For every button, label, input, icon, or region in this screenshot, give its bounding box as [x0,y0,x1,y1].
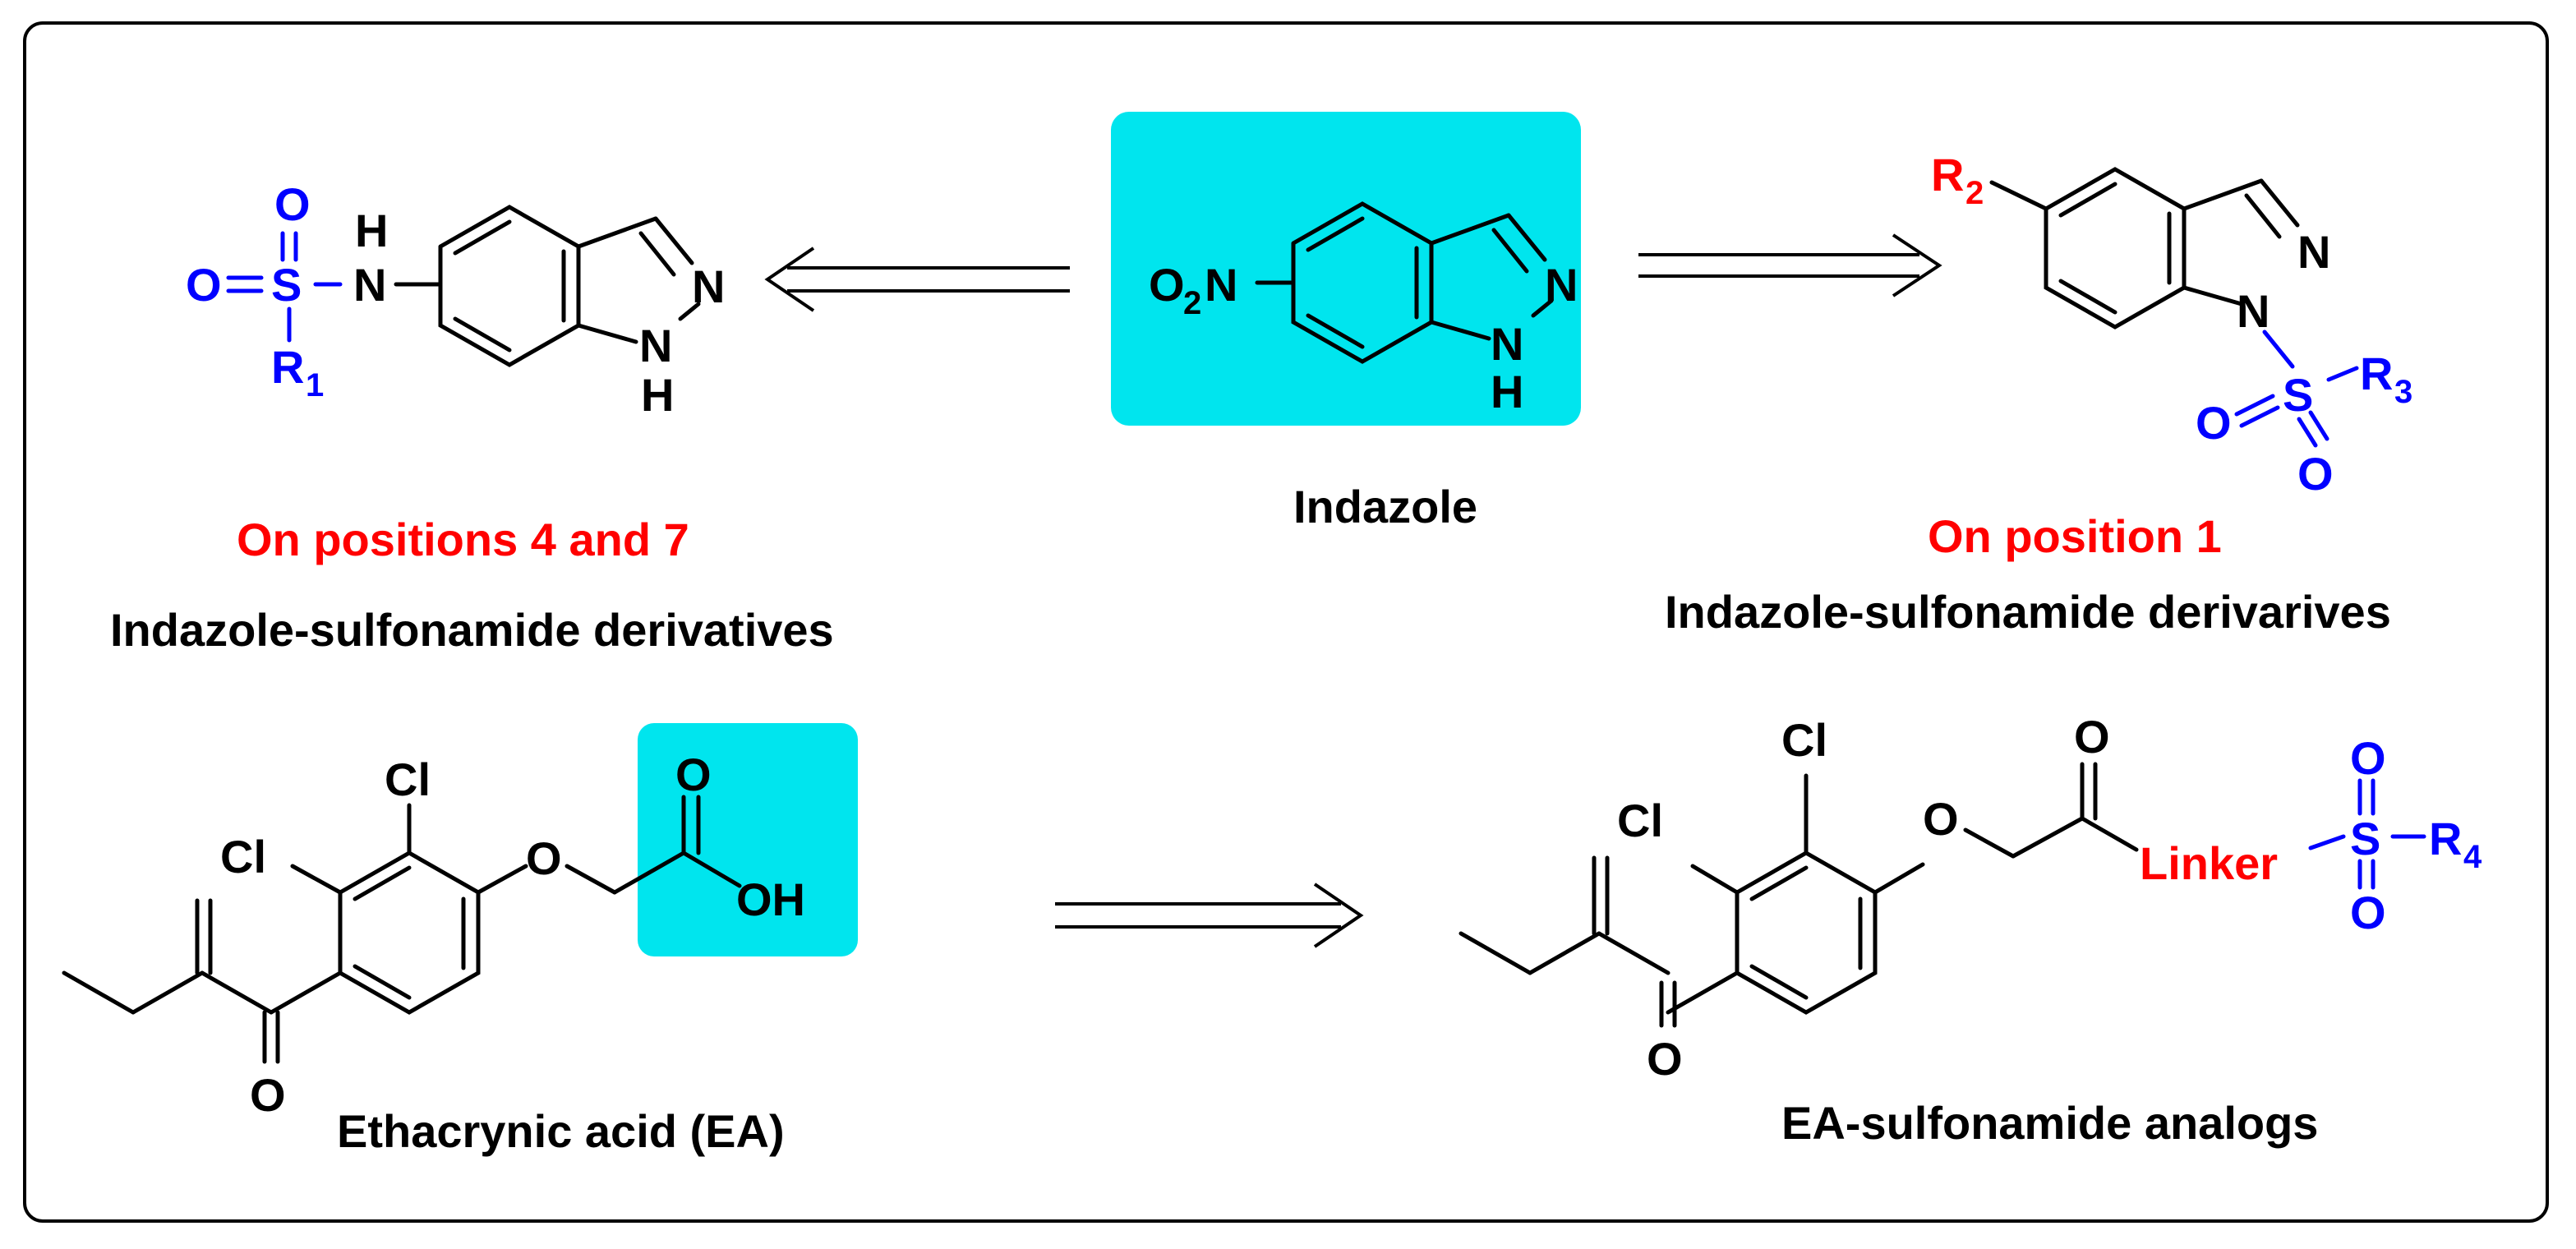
analog-linker-label: Linker [2140,837,2278,889]
analog-r4-subscript: 4 [2463,839,2482,875]
ea-ketone-o: O [250,1069,286,1121]
analog-s: S [2350,813,2380,864]
nitro-o-label: O [1149,259,1185,311]
left-derivatives-caption: Indazole-sulfonamide derivatives [110,604,834,656]
analog-so2-o-top: O [2350,732,2386,784]
right-r3-subscript: 3 [2394,374,2412,410]
positions-4-7-caption: On positions 4 and 7 [237,514,689,565]
analog-ketone-o: O [1647,1033,1683,1085]
left-r1-r: R [271,341,304,393]
ea-oh: OH [736,873,805,925]
retro-arrow-right-top [1638,233,1942,297]
right-derivatives-caption: Indazole-sulfonamide derivarives [1665,586,2391,638]
right-indazole-sulfonamide [1989,167,2359,448]
left-r1-subscript: 1 [306,367,324,403]
right-so2-s: S [2283,369,2313,421]
left-indazole-h: H [641,369,674,421]
ea-cl-top: Cl [385,754,431,805]
left-so2-s: S [271,259,302,311]
right-r2-r: R [1931,149,1964,200]
indazole-caption: Indazole [1293,481,1477,532]
ea-sulfonamide-analog-structure [1459,762,2426,1028]
analog-carbonyl-o: O [2074,711,2110,763]
nitro-subscript: 2 [1183,285,1201,321]
indazole-highlight-box [1111,112,1581,426]
ea-cl-left: Cl [220,831,266,883]
right-indazole-n1: N [2237,285,2270,337]
nitro-indazole-structure [1255,201,1554,364]
ethacrynic-acid-structure [62,795,742,1064]
indazole-n2-label: N [1545,259,1578,311]
retro-arrow-right-bottom [1055,883,1364,948]
ea-caption: Ethacrynic acid (EA) [337,1105,785,1157]
left-nh-h: H [355,205,388,256]
indazole-n1-label: N [1491,318,1523,370]
right-r2-subscript: 2 [1965,175,1984,211]
left-indazole-sulfonamide [226,205,701,367]
figure-frame [23,21,2549,1223]
right-so2-o-bottom: O [2297,448,2334,500]
right-r3-r: R [2360,348,2393,399]
indazole-h-label: H [1491,366,1523,417]
left-so2-o-top: O [274,178,311,230]
carboxylic-acid-highlight-box [638,723,858,956]
left-indazole-n2: N [692,260,725,312]
analog-caption: EA-sulfonamide analogs [1781,1097,2318,1149]
analog-ether-o: O [1923,793,1959,845]
ea-ether-o: O [526,832,562,884]
right-so2-o-left: O [2196,397,2232,449]
analog-so2-o-bottom: O [2350,887,2386,938]
analog-cl-top: Cl [1781,714,1827,766]
right-indazole-n2: N [2297,226,2330,278]
analog-cl-left: Cl [1617,795,1663,846]
retro-arrow-left [764,247,1070,312]
ea-carbonyl-o: O [675,749,712,800]
left-nh-n: N [353,259,386,311]
analog-r4-r: R [2429,813,2462,864]
nitro-n-label: N [1205,259,1237,311]
left-indazole-n1: N [639,320,672,371]
left-so2-o-left: O [186,259,222,311]
position-1-caption: On position 1 [1928,510,2222,562]
